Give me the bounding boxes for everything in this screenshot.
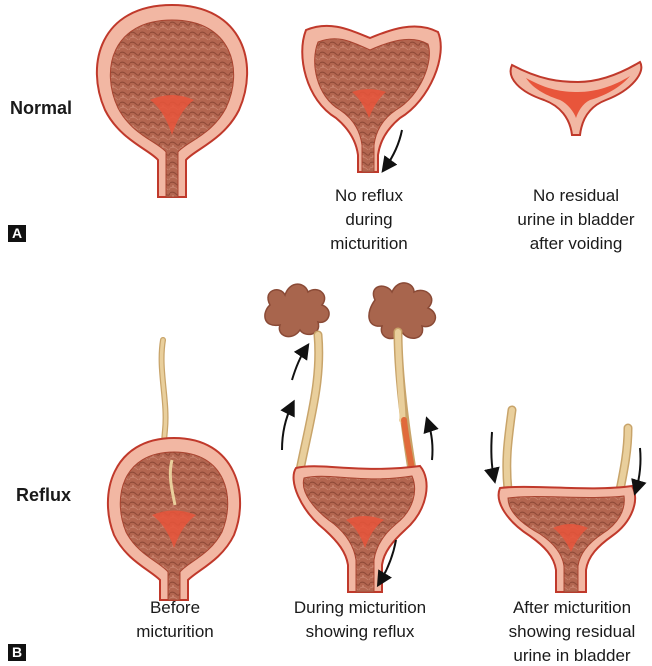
normal-bladder-voiding: [302, 26, 441, 172]
caption-line: micturition: [120, 620, 230, 644]
reflux-bladder-during: [265, 283, 436, 592]
caption-line: showing residual: [494, 620, 650, 644]
reflux-bladder-before: [108, 340, 240, 600]
normal-bladder-empty: [511, 62, 642, 135]
reflux-bladder-after: [491, 410, 640, 592]
panel-letter-b: B: [8, 644, 26, 661]
caption-line: micturition: [304, 232, 434, 256]
caption-line: showing reflux: [270, 620, 450, 644]
row-label-normal: Normal: [10, 98, 72, 119]
panel-letter-a: A: [8, 225, 26, 242]
caption-line: After micturition: [494, 596, 650, 620]
caption-line: after voiding: [506, 232, 646, 256]
caption-line: During micturition: [270, 596, 450, 620]
caption-during-micturition: During micturition showing reflux: [270, 596, 450, 644]
caption-line: during: [304, 208, 434, 232]
caption-no-residual: No residual urine in bladder after voidi…: [506, 184, 646, 256]
caption-line: No residual: [506, 184, 646, 208]
caption-no-reflux: No reflux during micturition: [304, 184, 434, 256]
caption-line: urine in bladder: [494, 644, 650, 666]
caption-after-micturition: After micturition showing residual urine…: [494, 596, 650, 666]
caption-line: urine in bladder: [506, 208, 646, 232]
caption-before-micturition: Before micturition: [120, 596, 230, 644]
normal-bladder-full: [97, 5, 247, 197]
caption-line: Before: [120, 596, 230, 620]
caption-line: No reflux: [304, 184, 434, 208]
row-label-reflux: Reflux: [16, 485, 71, 506]
